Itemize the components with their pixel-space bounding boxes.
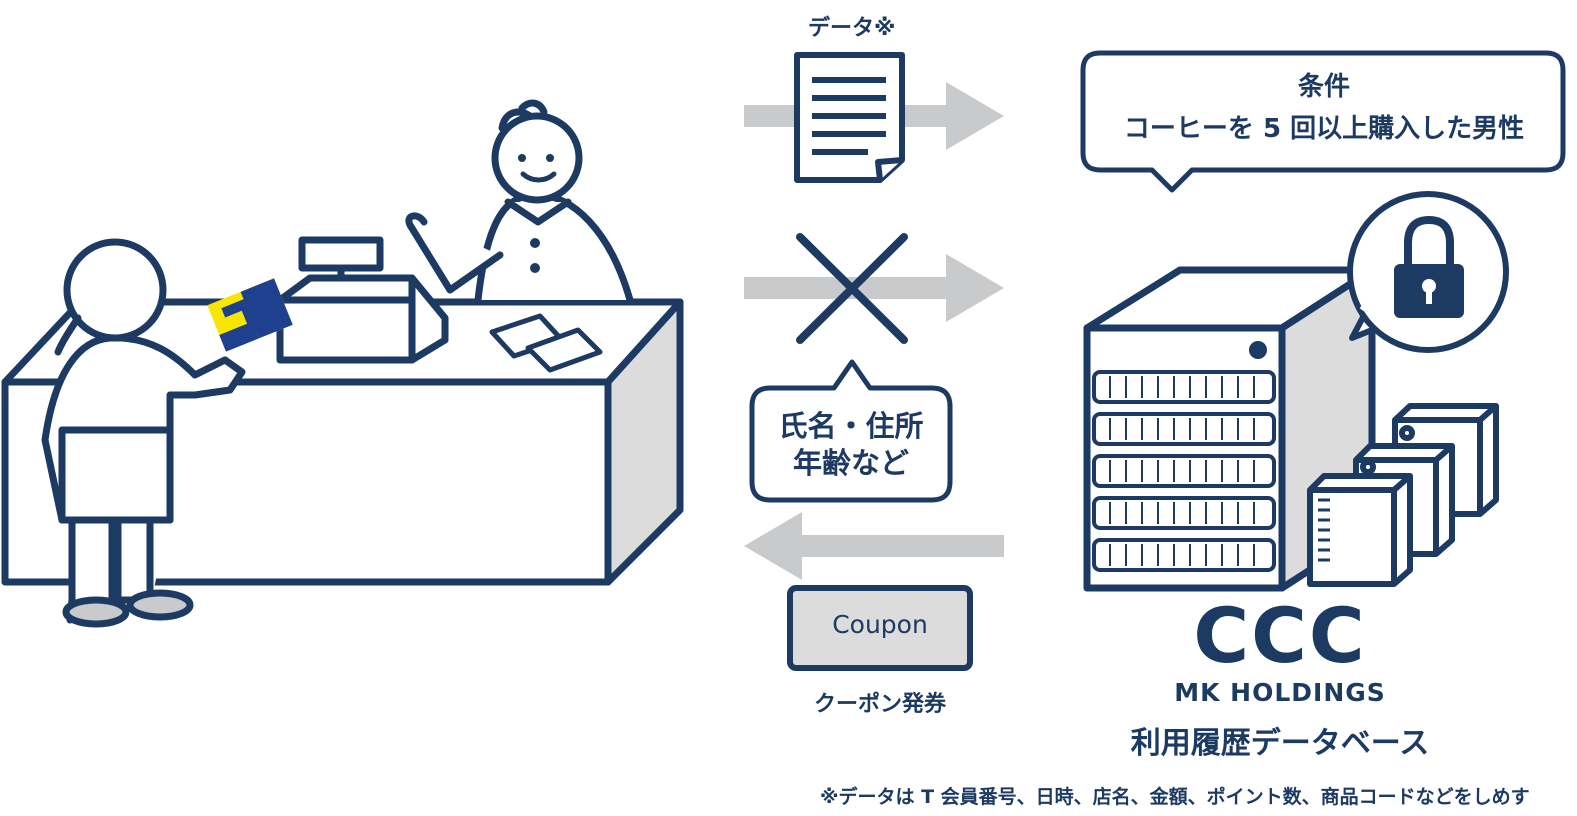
condition-detail: コーヒーを 5 回以上購入した男性 [1123,114,1525,144]
database-name: 利用履歴データベース [1130,726,1430,761]
privacy-line2: 年齢など [792,446,909,480]
cash-register [276,236,449,364]
ccc-logo: CCC [1193,591,1367,680]
arrow-coupon-left [744,512,1004,580]
mk-holdings-logo: MK HOLDINGS [1174,678,1386,707]
footnote: ※データは T 会員番号、日時、店名、金額、ポイント数、商品コードなどをしめす [820,786,1530,808]
condition-title: 条件 [1297,72,1350,102]
privacy-line1: 氏名・住所 [778,409,924,443]
coupon-label: Coupon [832,610,928,639]
storage-boxes [1307,403,1499,587]
receipt-cards [489,313,603,373]
privacy-text: 氏名・住所 年齢など [752,408,950,482]
lock-icon [1394,215,1464,318]
coupon-issue-label: クーポン発券 [813,692,946,717]
condition-bubble [1080,50,1566,193]
cross-icon [796,233,908,344]
t-card-icon [207,278,293,352]
customer-figure [41,238,246,628]
clerk-figure [405,99,634,304]
data-label: データ※ [808,16,896,41]
document-icon [794,52,905,183]
coupon-box [787,585,973,671]
condition-text: 条件 コーヒーを 5 回以上購入した男性 [1085,66,1563,150]
privacy-bubble [749,359,953,503]
